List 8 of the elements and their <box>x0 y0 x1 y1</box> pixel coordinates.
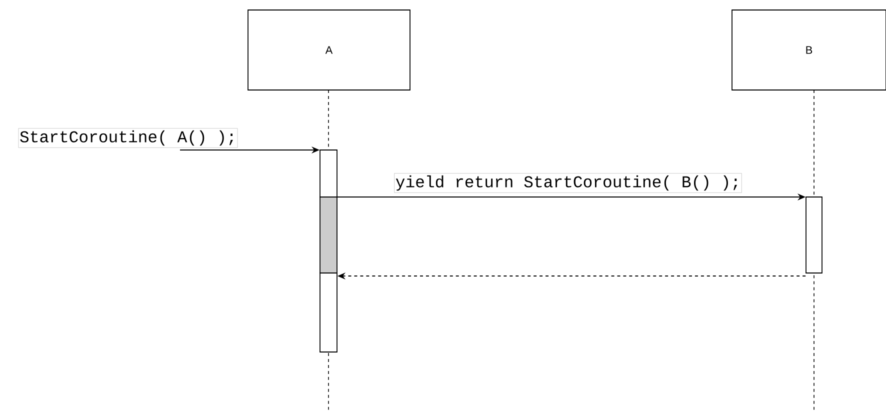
activation-bar <box>320 150 338 198</box>
participant-box: A <box>248 10 410 90</box>
activation-bar <box>320 196 338 274</box>
participant-box: B <box>732 10 886 90</box>
edge-label: yield return StartCoroutine( B() ); <box>396 175 738 191</box>
activation-bar <box>320 272 338 352</box>
edge-label: StartCoroutine( A() ); <box>20 130 233 146</box>
activation-bar <box>806 196 822 274</box>
